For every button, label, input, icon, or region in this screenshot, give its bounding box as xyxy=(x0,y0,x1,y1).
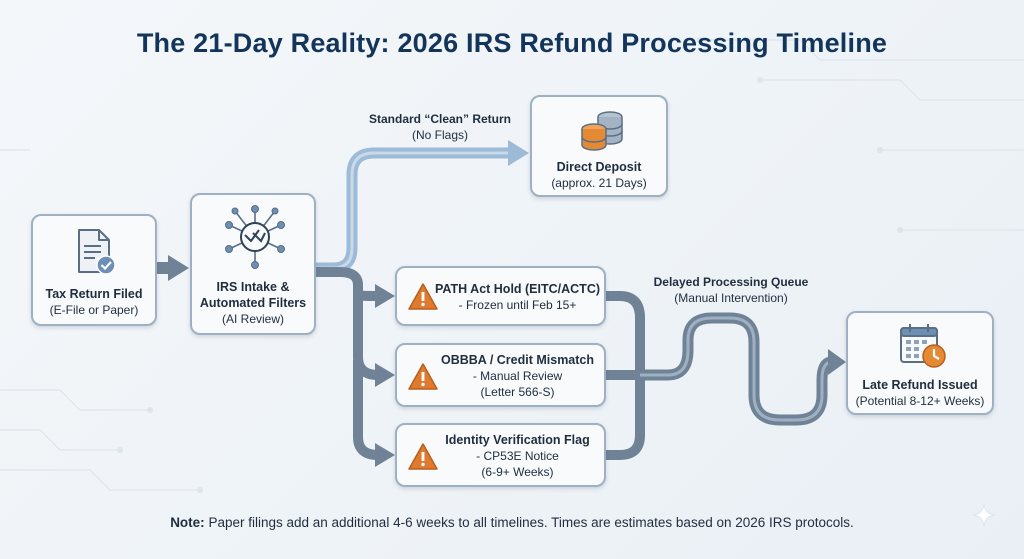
footnote-prefix: Note: xyxy=(170,515,205,530)
label-delayed-queue-subtitle: (Manual Intervention) xyxy=(674,291,788,305)
node-path-act-hold-subtitle: - Frozen until Feb 15+ xyxy=(458,298,577,312)
node-tax-return-filed-title: Tax Return Filed xyxy=(45,287,143,301)
label-clean-return-title: Standard “Clean” Return xyxy=(368,112,512,126)
warning-triangle-icon xyxy=(408,283,438,310)
arrowhead-deposit xyxy=(508,140,529,166)
node-obbba-mismatch: OBBBA / Credit Mismatch - Manual Review … xyxy=(395,343,606,407)
node-late-refund-subtitle: (Potential 8-12+ Weeks) xyxy=(855,394,985,408)
label-clean-return-subtitle: (No Flags) xyxy=(411,128,468,142)
footnote-text: Paper filings add an additional 4-6 week… xyxy=(204,515,854,530)
node-tax-return-filed-subtitle: (E-File or Paper) xyxy=(49,303,139,317)
node-direct-deposit-subtitle: (approx. 21 Days) xyxy=(551,176,647,190)
node-path-act-hold-title: PATH Act Hold (EITC/ACTC) xyxy=(434,282,601,296)
document-check-icon xyxy=(78,229,116,275)
node-tax-return-filed: Tax Return Filed (E-File or Paper) xyxy=(31,214,157,326)
node-path-act-hold: PATH Act Hold (EITC/ACTC) - Frozen until… xyxy=(395,266,606,326)
calendar-clock-icon xyxy=(900,324,946,368)
arrow-to-path-hold xyxy=(316,267,379,301)
label-delayed-queue-title: Delayed Processing Queue xyxy=(653,275,809,289)
arrowhead-identity xyxy=(375,443,395,467)
node-identity-verification: Identity Verification Flag - CP53E Notic… xyxy=(395,423,606,487)
arrowhead-obbba xyxy=(375,363,395,387)
node-late-refund-title: Late Refund Issued xyxy=(862,378,978,392)
label-delayed-queue: Delayed Processing Queue (Manual Interve… xyxy=(636,274,826,306)
coin-stack-icon xyxy=(581,111,623,151)
node-direct-deposit: Direct Deposit (approx. 21 Days) xyxy=(530,95,668,197)
label-clean-return: Standard “Clean” Return (No Flags) xyxy=(360,111,520,143)
arrow-to-identity xyxy=(353,360,379,460)
node-direct-deposit-title: Direct Deposit xyxy=(556,160,642,174)
node-identity-verification-subtitle-line1: - CP53E Notice xyxy=(476,449,559,463)
node-late-refund: Late Refund Issued (Potential 8-12+ Week… xyxy=(846,311,994,415)
arrow-delayed-queue xyxy=(640,312,833,426)
warning-triangle-icon xyxy=(408,363,438,390)
footnote: Note: Paper filings add an additional 4-… xyxy=(0,515,1024,530)
node-identity-verification-subtitle-line2: (6-9+ Weeks) xyxy=(481,465,554,479)
node-obbba-mismatch-title: OBBBA / Credit Mismatch xyxy=(440,353,595,367)
warning-triangle-icon xyxy=(408,443,438,470)
arrow-clean-return xyxy=(316,147,510,274)
merge-from-path xyxy=(606,291,645,372)
node-irs-intake: IRS Intake & Automated Filters (AI Revie… xyxy=(190,193,316,335)
node-identity-verification-title: Identity Verification Flag xyxy=(445,433,590,447)
sparkle-icon xyxy=(972,503,996,527)
node-irs-intake-title-line2: Automated Filters xyxy=(199,296,307,310)
merge-from-identity xyxy=(606,378,645,460)
diagram-title: The 21-Day Reality: 2026 IRS Refund Proc… xyxy=(136,28,888,58)
arrowhead-late xyxy=(828,349,846,375)
node-irs-intake-title-line1: IRS Intake & xyxy=(216,280,290,294)
network-filter-icon xyxy=(225,205,285,269)
node-irs-intake-subtitle: (AI Review) xyxy=(221,312,284,326)
arrowhead-path-hold xyxy=(375,284,395,308)
node-obbba-mismatch-subtitle-line1: - Manual Review xyxy=(472,369,563,383)
arrowhead-intake xyxy=(168,255,189,281)
node-obbba-mismatch-subtitle-line2: (Letter 566-S) xyxy=(480,385,555,399)
